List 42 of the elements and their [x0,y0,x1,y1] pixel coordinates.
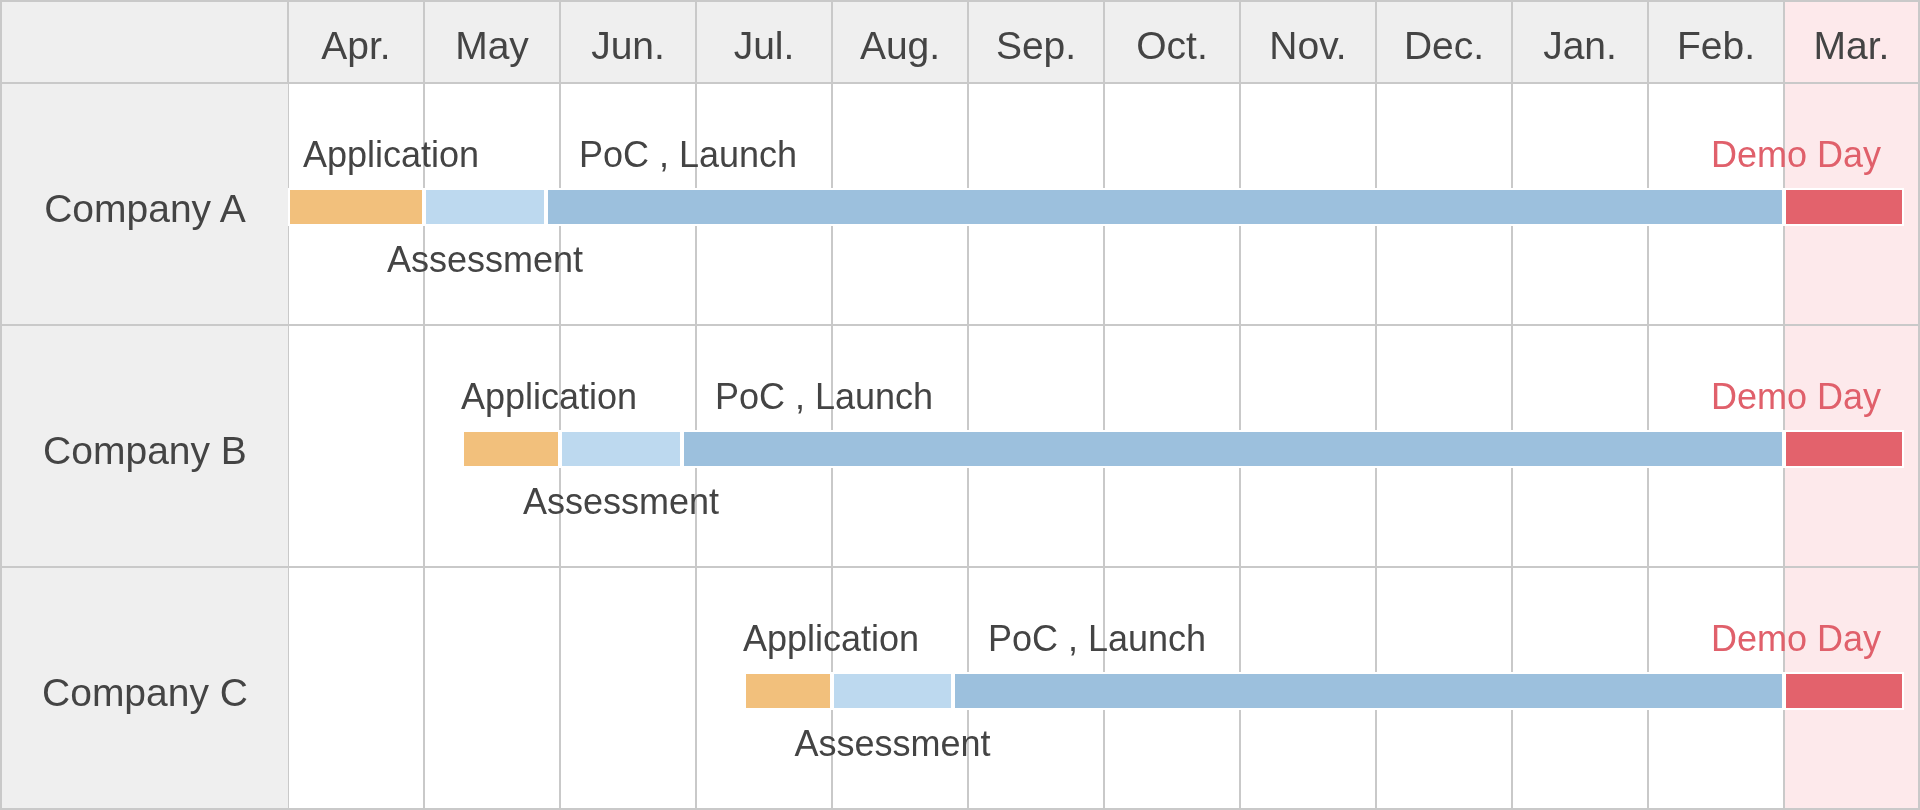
phase-bar [682,430,1784,468]
phase-bar [424,188,546,226]
phase-label: Application [303,137,480,173]
phase-bar [1784,672,1904,710]
phase-label: PoC , Launch [579,137,798,173]
phase-label: Assessment [794,726,991,762]
row-header: Company C [0,568,288,808]
month-header: Nov. [1239,0,1375,84]
row-header: Company A [0,84,288,324]
month-header: Feb. [1647,0,1783,84]
phase-label: Application [461,379,638,415]
table-row [0,326,1920,568]
phase-bar [462,430,560,468]
phase-bar [560,430,682,468]
table-row [0,84,1920,326]
month-header: Oct. [1103,0,1239,84]
phase-label: Assessment [522,484,720,520]
phase-bar [744,672,832,710]
month-header: Jul. [695,0,831,84]
phase-label: Demo Day [1710,137,1881,173]
phase-bar [832,672,953,710]
phase-label: Demo Day [1710,621,1881,657]
phase-label: Application [743,621,920,657]
phase-bar [953,672,1784,710]
row-header: Company B [0,326,288,566]
month-header: Dec. [1375,0,1511,84]
phase-bar [1784,430,1904,468]
month-header: Sep. [967,0,1103,84]
table-row [0,568,1920,810]
month-header: May [423,0,559,84]
phase-bar [288,188,424,226]
phase-label: PoC , Launch [988,621,1207,657]
month-header: Apr. [287,0,423,84]
month-header: Jan. [1511,0,1647,84]
month-header: Mar. [1783,0,1920,84]
phase-label: Assessment [386,242,584,278]
month-header: Jun. [559,0,695,84]
phase-bar [546,188,1784,226]
phase-label: PoC , Launch [715,379,934,415]
month-header: Aug. [831,0,967,84]
phase-label: Demo Day [1710,379,1881,415]
phase-bar [1784,188,1904,226]
